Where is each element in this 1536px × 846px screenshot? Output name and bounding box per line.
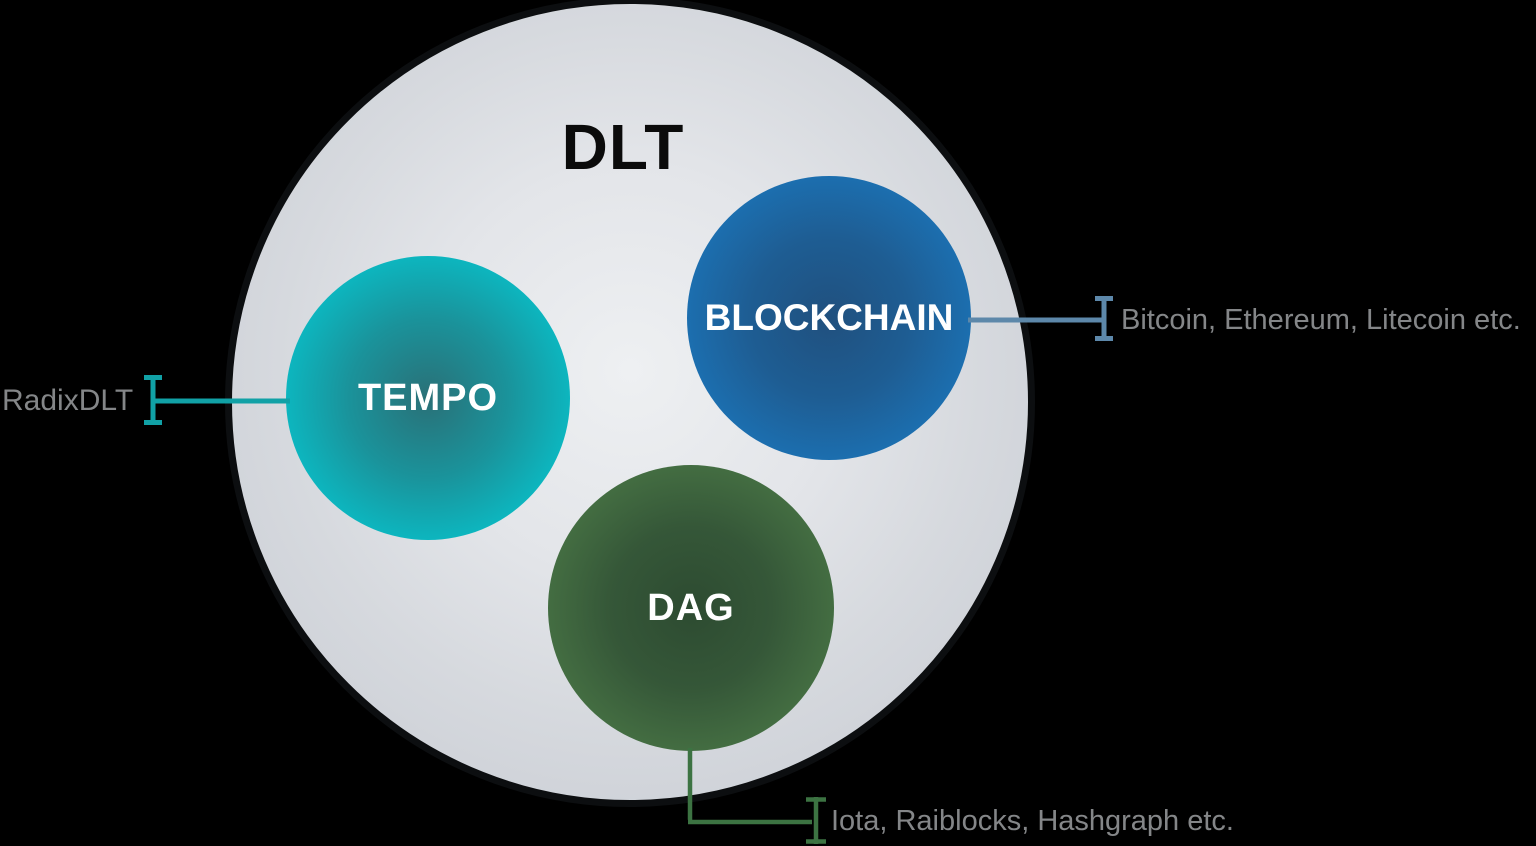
blockchain-circle: BLOCKCHAIN xyxy=(687,176,971,460)
blockchain-connector xyxy=(968,296,1113,341)
tempo-label: TEMPO xyxy=(357,376,499,419)
blockchain-annotation-text: Bitcoin, Ethereum, Litecoin etc. xyxy=(1121,304,1521,336)
dag-label: DAG xyxy=(647,586,735,629)
tempo-circle: TEMPO xyxy=(286,256,570,540)
tempo-annotation-text: RadixDLT xyxy=(2,384,134,417)
dag-annotation-text: Iota, Raiblocks, Hashgraph etc. xyxy=(831,805,1234,837)
diagram-title: DLT xyxy=(561,111,685,183)
dag-circle: DAG xyxy=(548,465,834,751)
dag-connector xyxy=(687,748,826,844)
blockchain-label: BLOCKCHAIN xyxy=(704,297,954,338)
tempo-connector xyxy=(144,375,290,425)
